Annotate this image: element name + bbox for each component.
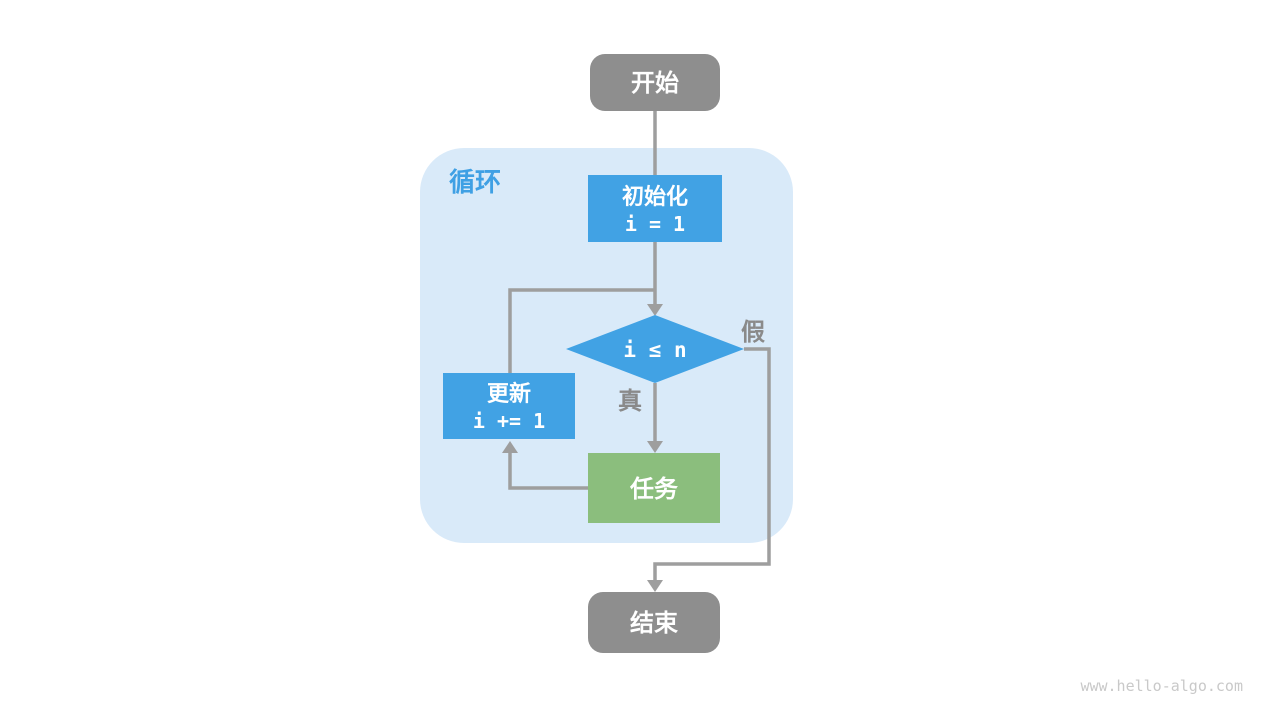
init-box-shape <box>588 175 722 242</box>
update-box-shape <box>443 373 575 439</box>
edge-condition-false <box>653 347 771 584</box>
watermark: www.hello-algo.com <box>1080 677 1243 695</box>
arrowhead-into-update <box>502 441 518 453</box>
arrowhead-into-end <box>647 580 663 592</box>
update-box-code: i += 1 <box>473 409 545 433</box>
condition-label: i ≤ n <box>623 338 686 362</box>
task-box: 任务 <box>588 453 720 523</box>
update-process-box: 更新 i += 1 <box>443 373 575 439</box>
loop-region-label: 循环 <box>449 167 501 197</box>
edge-arrowheads <box>502 304 663 592</box>
task-box-shape <box>588 453 720 523</box>
edge-update-loopback <box>508 288 655 373</box>
condition-diamond-shape <box>566 315 744 383</box>
update-box-title: 更新 <box>487 381 531 406</box>
start-node: 开始 <box>590 54 720 111</box>
end-node-shape <box>588 592 720 653</box>
false-branch-label: 假 <box>741 319 765 346</box>
start-node-label: 开始 <box>631 70 679 97</box>
condition-diamond: i ≤ n <box>566 315 744 383</box>
arrowhead-into-condition <box>647 304 663 316</box>
init-process-box: 初始化 i = 1 <box>588 175 722 242</box>
true-branch-label: 真 <box>618 387 642 415</box>
end-node-label: 结束 <box>630 610 679 637</box>
task-box-label: 任务 <box>629 475 679 503</box>
edge-task-to-update <box>508 452 588 490</box>
end-node: 结束 <box>588 592 720 653</box>
init-box-title: 初始化 <box>622 184 688 209</box>
init-box-code: i = 1 <box>625 212 685 236</box>
arrowhead-into-task <box>647 441 663 453</box>
start-node-shape <box>590 54 720 111</box>
